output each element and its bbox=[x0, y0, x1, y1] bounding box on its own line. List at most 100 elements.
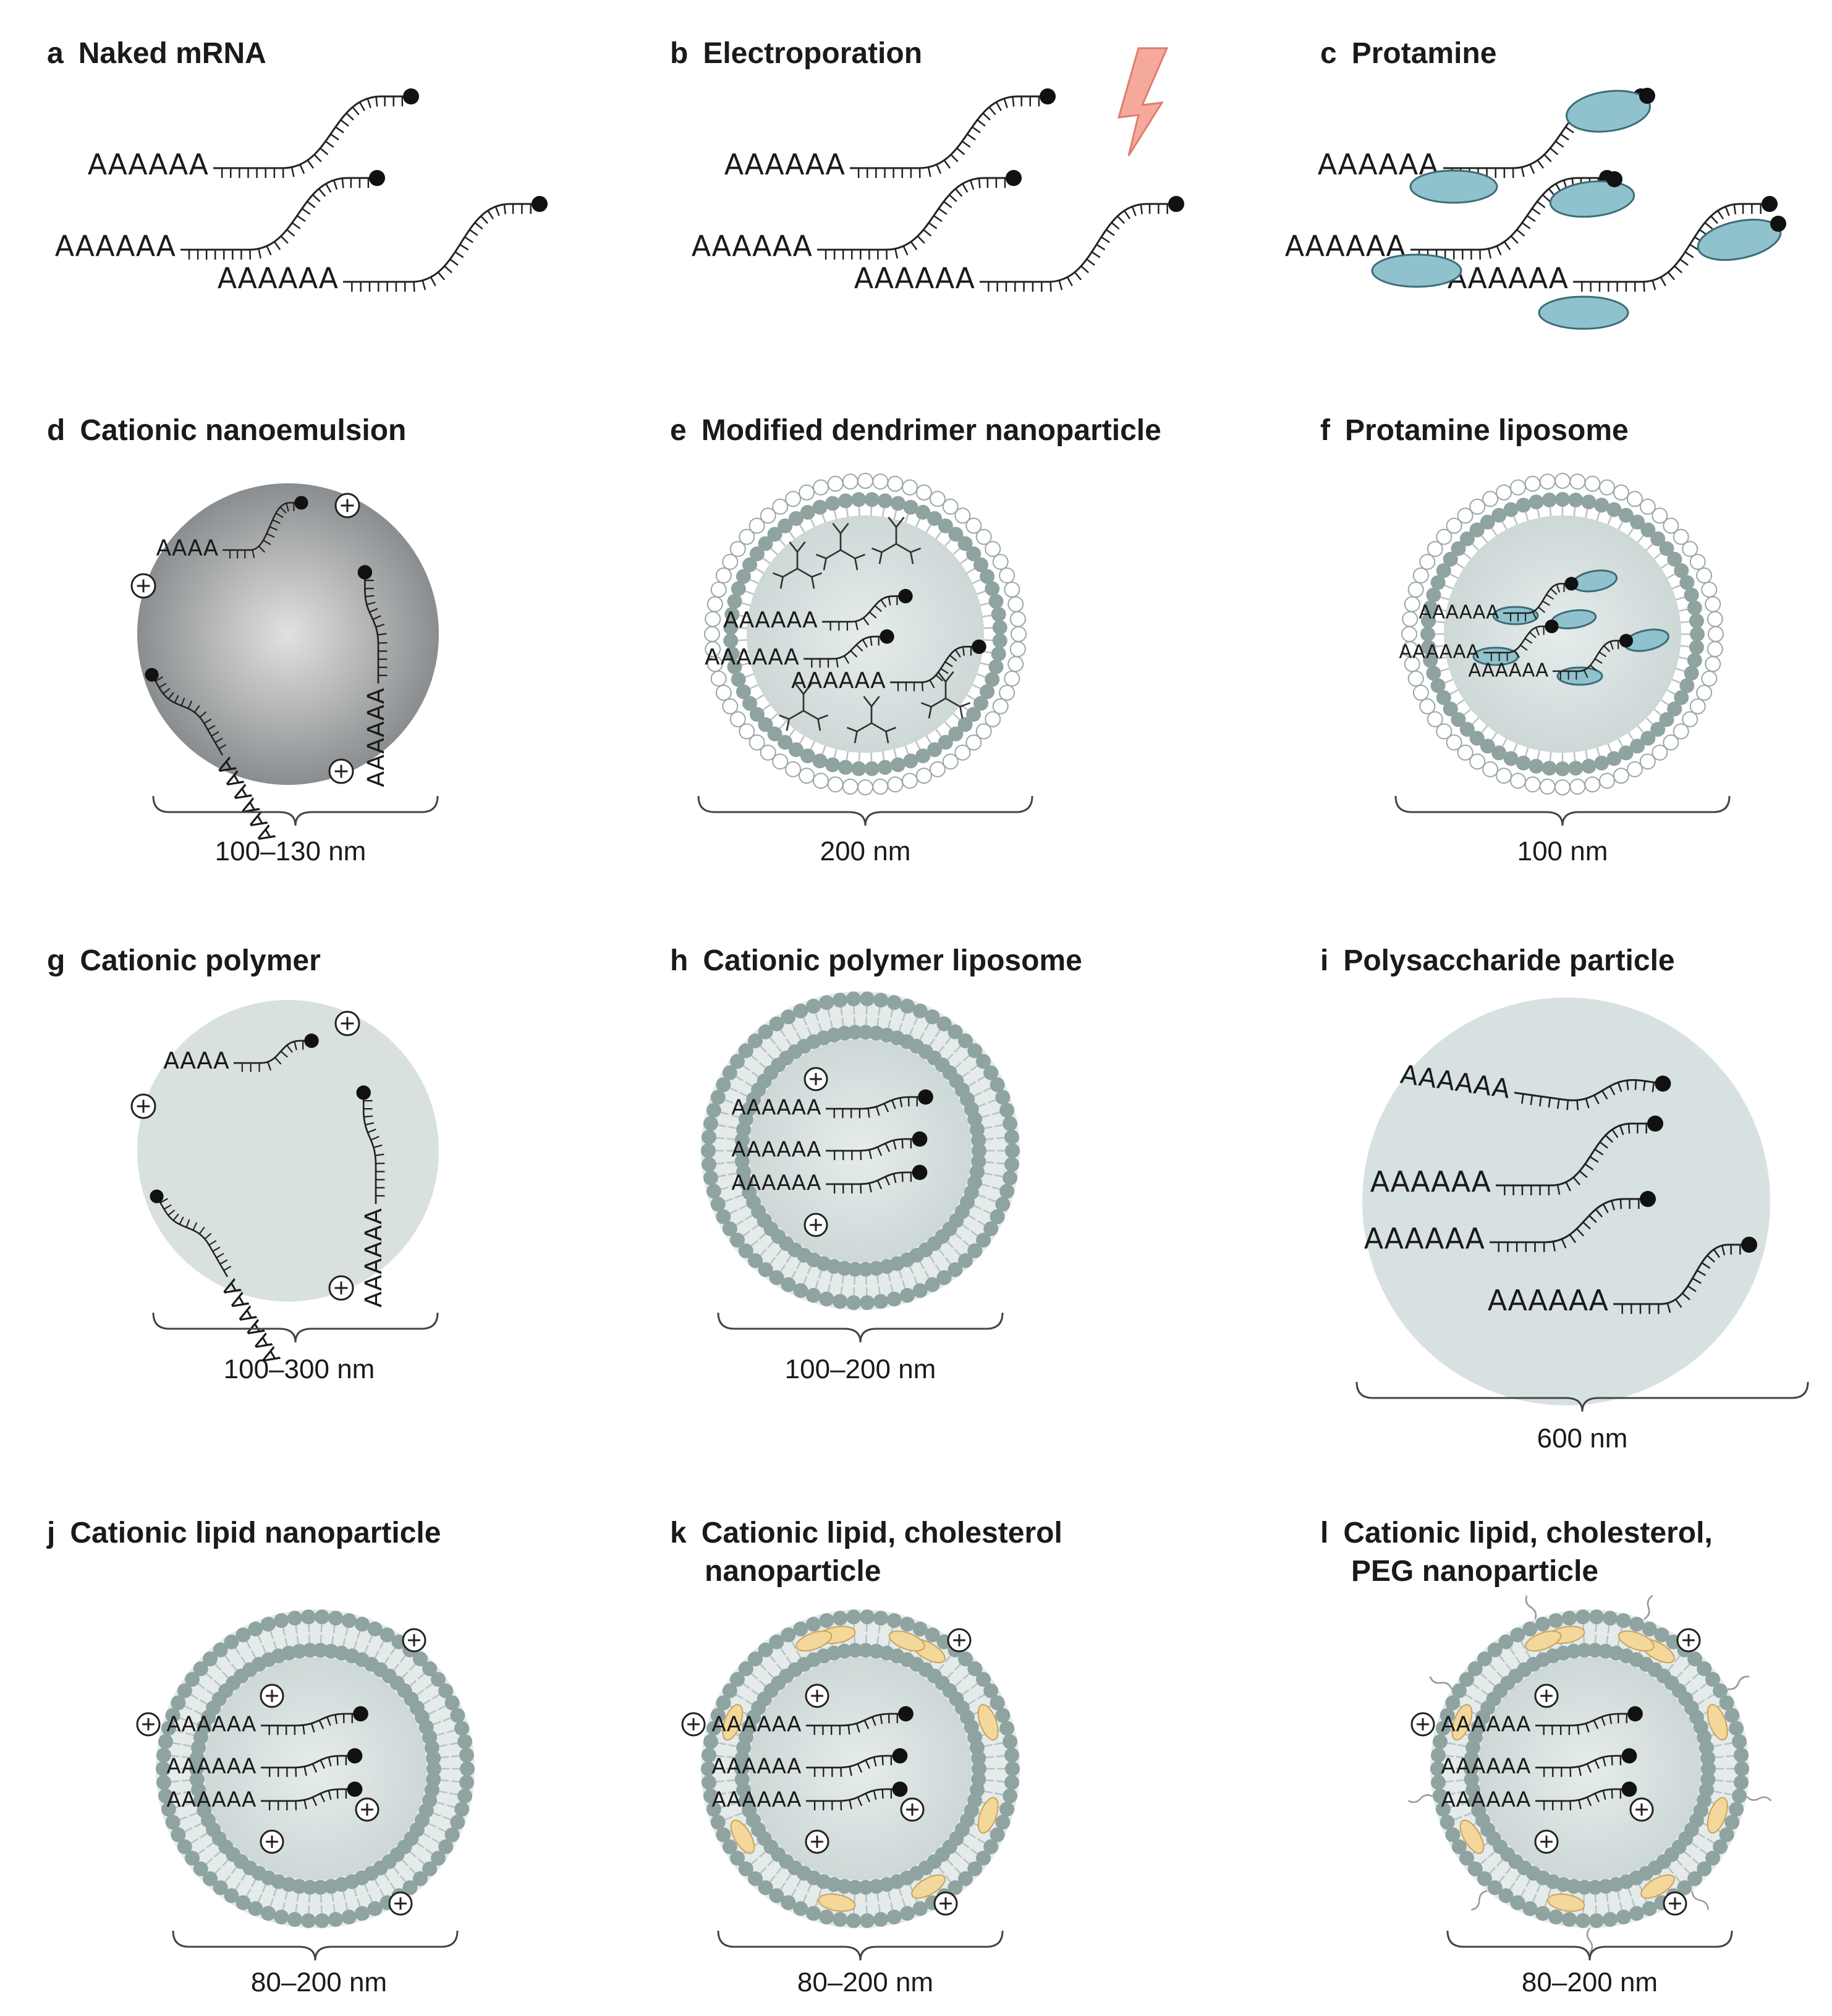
nucleotide-tick bbox=[272, 519, 281, 524]
lipid-head-inner bbox=[890, 496, 905, 511]
lipid-tail bbox=[1509, 1882, 1516, 1890]
lipid-head bbox=[860, 1295, 875, 1310]
nucleotide-tick bbox=[326, 1716, 331, 1726]
lipid-tail bbox=[428, 1823, 437, 1828]
mrna-backbone bbox=[1490, 1198, 1648, 1243]
lipid-tail bbox=[1480, 1858, 1488, 1865]
poly-a-tail-label: AAAAAA bbox=[362, 688, 389, 787]
lipid-tail bbox=[185, 1732, 194, 1736]
nucleotide-tick bbox=[943, 159, 951, 169]
lipid-tail bbox=[1457, 1744, 1466, 1747]
lipid-tail bbox=[1636, 724, 1644, 734]
nucleotide-tick bbox=[1565, 126, 1574, 133]
nucleotide-tick bbox=[370, 1135, 380, 1141]
lipid-tail bbox=[791, 1889, 797, 1897]
dendrimer-branch bbox=[846, 726, 858, 732]
lipid-tail bbox=[970, 1230, 978, 1237]
nucleotide-tick bbox=[373, 1144, 383, 1148]
lipid-tail bbox=[269, 1898, 274, 1907]
poly-a-tail-label: AAAAAA bbox=[791, 668, 886, 693]
lipid-tail bbox=[176, 1804, 184, 1808]
cap-5prime bbox=[1545, 619, 1559, 633]
mrna-backbone bbox=[1410, 177, 1607, 251]
lipid-tail bbox=[721, 1186, 729, 1190]
lipid-tail bbox=[786, 1255, 792, 1263]
lipid-head-inner bbox=[778, 735, 793, 750]
panel-j-title: Cationic lipid nanoparticle bbox=[70, 1517, 441, 1549]
lipid-head-outer bbox=[942, 753, 959, 770]
panel-d-size: 100–130 nm bbox=[215, 836, 367, 866]
nucleotide-tick bbox=[372, 615, 381, 620]
mrna-strand: AAAAAA bbox=[88, 88, 419, 181]
mrna-backbone bbox=[806, 1755, 901, 1769]
lipid-head bbox=[1445, 1695, 1461, 1711]
positive-charge-icon bbox=[334, 493, 360, 519]
lipid-tail bbox=[718, 1174, 726, 1178]
lipid-tail bbox=[721, 1804, 729, 1808]
lipid-head bbox=[1616, 1909, 1631, 1925]
nucleotide-tick bbox=[1520, 167, 1525, 177]
lipid-head-inner bbox=[851, 761, 867, 776]
lipid-tail bbox=[935, 1264, 941, 1272]
lipid-head bbox=[1004, 1129, 1020, 1145]
lipid-head bbox=[1498, 1888, 1514, 1904]
nucleotide-tick bbox=[849, 1766, 852, 1776]
lipid-tail bbox=[944, 1257, 951, 1264]
lipid-head-inner bbox=[948, 726, 964, 742]
nucleotide-tick bbox=[1603, 645, 1611, 653]
nucleotide-tick bbox=[1577, 1725, 1580, 1735]
lipid-head bbox=[710, 1196, 726, 1212]
dendrimer-branch bbox=[823, 558, 827, 570]
lipid-tail bbox=[284, 1891, 288, 1900]
lipid-head bbox=[302, 1879, 318, 1895]
lipid-head bbox=[189, 1772, 205, 1787]
lipid-tail bbox=[240, 1873, 247, 1881]
lipid-tail bbox=[184, 1827, 193, 1832]
lipid-tail bbox=[962, 1055, 970, 1062]
nucleotide-tick bbox=[1594, 1148, 1604, 1156]
lipid-tail bbox=[446, 1729, 455, 1734]
mrna-backbone bbox=[890, 646, 980, 684]
lipid-head bbox=[1705, 1672, 1721, 1687]
lipid-head bbox=[868, 1261, 884, 1276]
positive-charge-icon bbox=[1534, 1684, 1559, 1708]
lipid-head-inner bbox=[788, 511, 804, 527]
lipid-tail bbox=[736, 1220, 744, 1226]
lipid-head bbox=[1734, 1775, 1749, 1790]
lipid-head-inner bbox=[966, 706, 982, 722]
lipid-tail bbox=[1481, 724, 1489, 734]
lipid-tail bbox=[984, 1744, 993, 1747]
lipid-tail bbox=[776, 1663, 782, 1671]
lipid-tail bbox=[716, 1780, 725, 1783]
nucleotide-tick bbox=[917, 235, 925, 244]
lipid-head bbox=[1677, 1880, 1692, 1895]
lipid-head-inner bbox=[915, 748, 931, 764]
lipid-tail bbox=[962, 1071, 970, 1078]
nucleotide-tick bbox=[1724, 206, 1730, 216]
lipid-tail bbox=[979, 661, 990, 666]
lipid-head-outer bbox=[1007, 656, 1024, 672]
lipid-head bbox=[1713, 1683, 1728, 1698]
lipid-tail bbox=[840, 1285, 843, 1295]
lipid-head-outer bbox=[1482, 491, 1499, 507]
dendrimer-branch bbox=[888, 516, 897, 528]
lipid-head-outer bbox=[1401, 626, 1417, 642]
lipid-tail bbox=[368, 1635, 373, 1644]
lipid-tail bbox=[984, 1172, 993, 1175]
lipid-head bbox=[1642, 1621, 1657, 1637]
lipid-head bbox=[1451, 1683, 1467, 1698]
lipid-head-inner bbox=[992, 633, 1007, 648]
lipid-head-inner bbox=[966, 546, 982, 562]
lipid-head-inner bbox=[778, 518, 793, 533]
lipid-head-outer bbox=[965, 734, 982, 751]
lipid-tail bbox=[760, 1046, 767, 1053]
lipid-tail bbox=[1674, 667, 1685, 672]
nucleotide-tick bbox=[1111, 222, 1120, 230]
lipid-tail bbox=[994, 1124, 1003, 1127]
lipid-tail bbox=[853, 1287, 855, 1295]
mrna-strand: AAAAAA bbox=[166, 1706, 368, 1737]
lipid-tail bbox=[393, 1866, 400, 1874]
mrna-strand: AAAAAA bbox=[711, 1781, 908, 1813]
lipid-tail bbox=[1488, 1851, 1496, 1858]
dendrimer-branch bbox=[928, 706, 932, 719]
